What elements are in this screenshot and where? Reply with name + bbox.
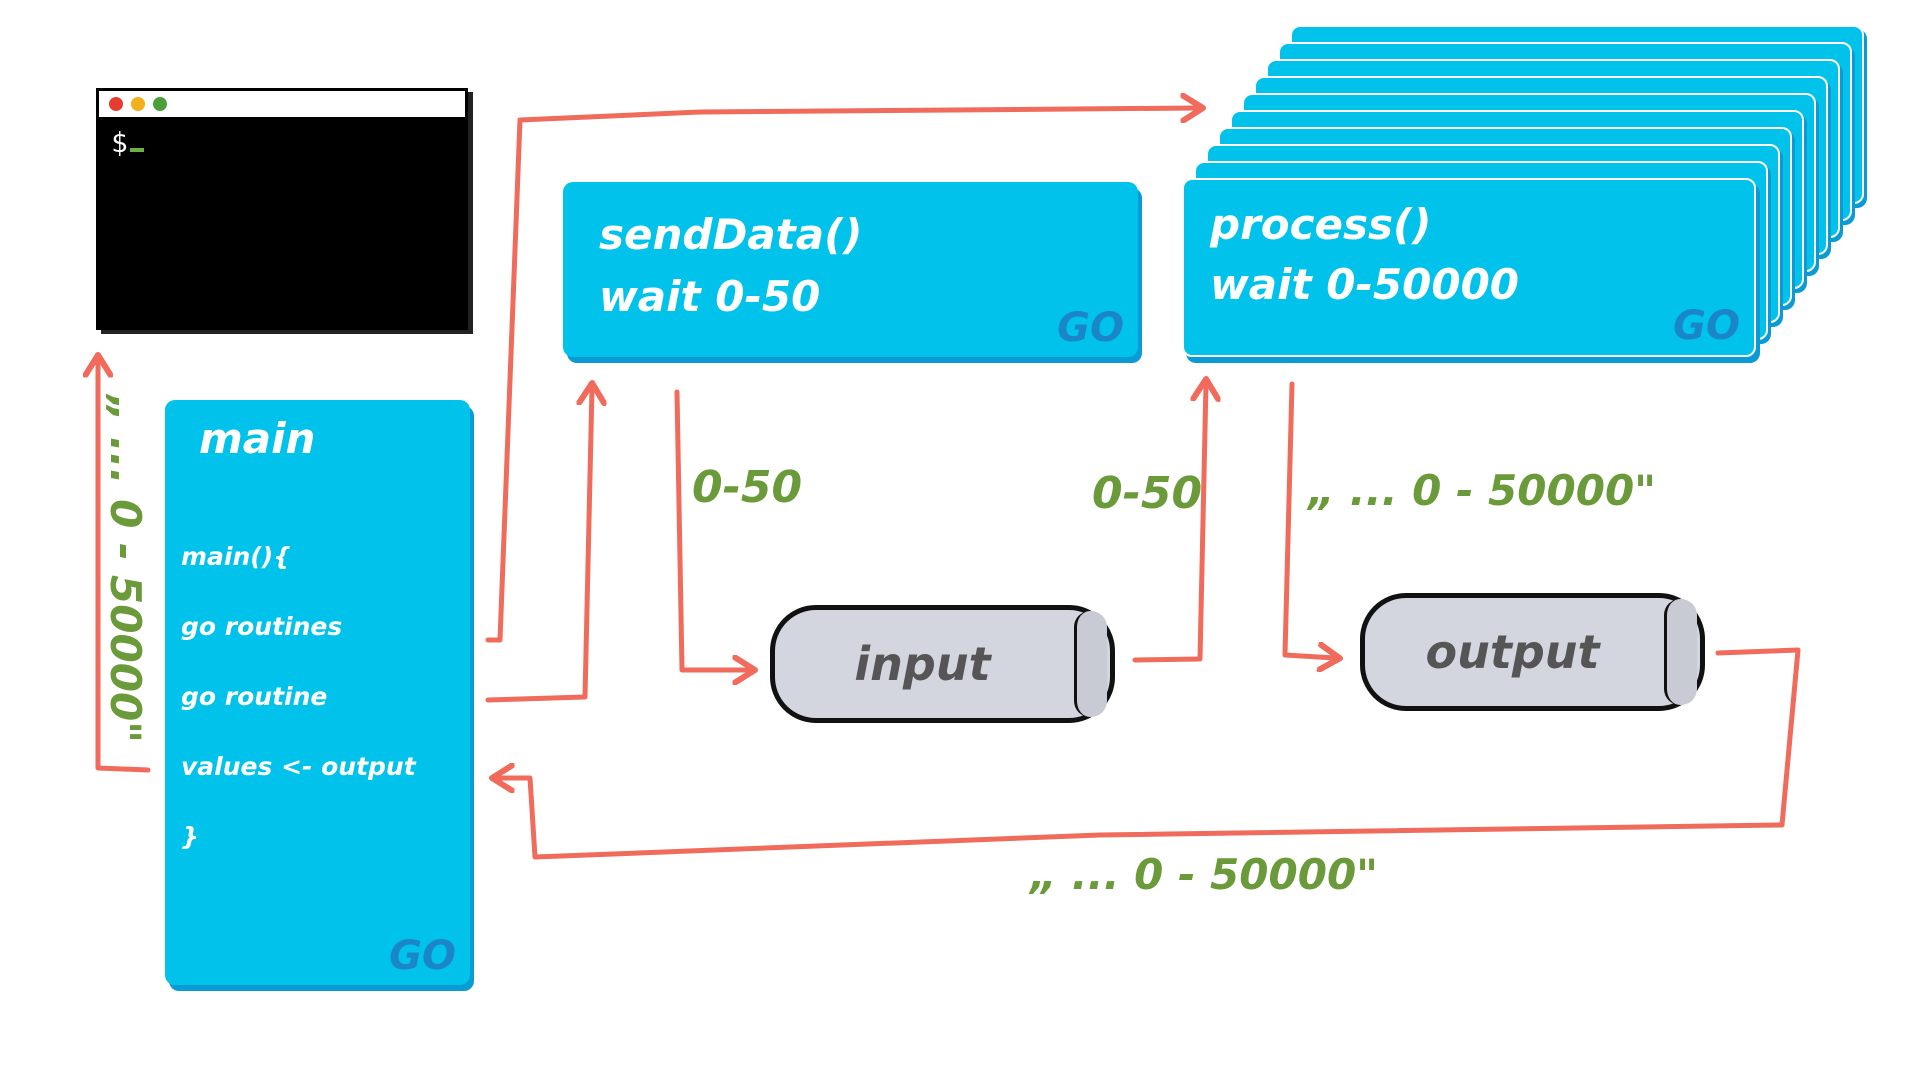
senddata-card-subtitle: wait 0-50: [599, 272, 821, 321]
input-channel-body: [770, 605, 1115, 723]
senddata-card-title: sendData(): [599, 210, 863, 259]
terminal-cursor: [129, 148, 144, 152]
code-line: }: [181, 822, 199, 851]
label-process-to-output: „ ... 0 - 50000": [1308, 466, 1657, 515]
label-input-to-process: 0-50: [1092, 468, 1203, 519]
code-line: go routines: [181, 612, 343, 641]
arrow-main-to-terminal: [98, 360, 151, 773]
label-output-to-main: „ ... 0 - 50000": [1030, 850, 1379, 899]
code-line: main(){: [181, 542, 291, 571]
input-channel: input: [770, 605, 1115, 723]
input-channel-end-cap: [1074, 611, 1107, 717]
arrow-input-to-process: [1132, 384, 1206, 663]
output-channel: output: [1360, 593, 1705, 711]
process-goroutine-card: process() wait 0-50000 GO: [1182, 178, 1756, 357]
terminal-prompt: $: [99, 120, 465, 159]
process-card-title: process(): [1210, 200, 1432, 249]
go-badge: GO: [1673, 303, 1740, 349]
code-line: values <- output: [181, 752, 416, 781]
terminal-window: $: [96, 88, 468, 330]
close-dot-icon: [109, 97, 123, 111]
code-line: go routine: [181, 682, 328, 711]
arrow-senddata-to-input: [674, 389, 750, 670]
go-badge: GO: [1057, 305, 1124, 351]
terminal-prompt-symbol: $: [111, 126, 128, 159]
maximize-dot-icon: [153, 97, 167, 111]
main-goroutine-card: main main(){ go routines go routine valu…: [165, 400, 470, 985]
arrow-main-to-senddata: [485, 388, 592, 703]
go-badge: GO: [389, 933, 456, 979]
terminal-titlebar: [99, 91, 465, 120]
minimize-dot-icon: [131, 97, 145, 111]
label-main-to-terminal: „ ... 0 - 50000": [101, 395, 150, 744]
output-channel-end-cap: [1664, 599, 1697, 705]
output-channel-body: [1360, 593, 1705, 711]
arrow-main-to-process: [485, 108, 1198, 643]
process-card-subtitle: wait 0-50000: [1210, 260, 1520, 309]
senddata-goroutine-card: sendData() wait 0-50 GO: [563, 182, 1138, 357]
output-channel-label: output: [1425, 625, 1600, 679]
arrow-process-to-output: [1282, 381, 1335, 658]
input-channel-label: input: [854, 637, 991, 691]
main-card-title: main: [199, 414, 316, 463]
label-send-to-input: 0-50: [692, 462, 803, 513]
arrow-output-to-main: [497, 647, 1801, 860]
